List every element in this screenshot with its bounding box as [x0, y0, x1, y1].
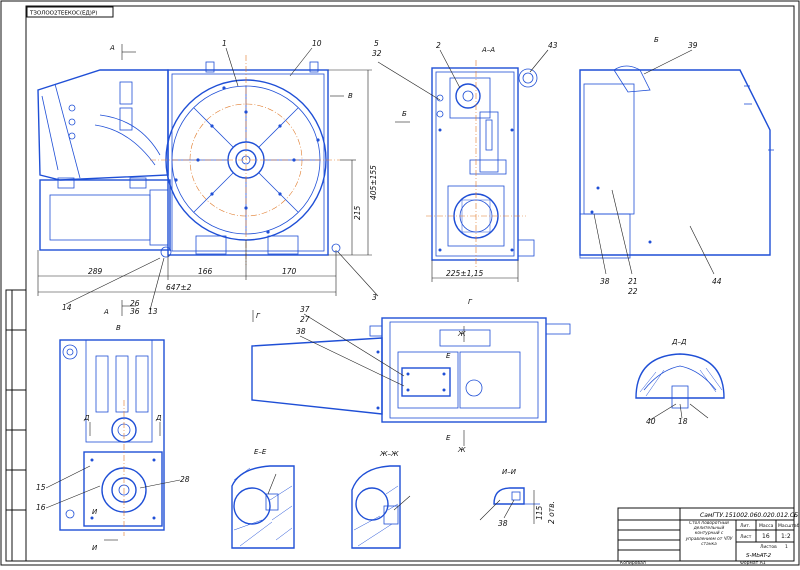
main-view-dimensions: 289 166 170 647±2 405±155 215	[37, 69, 378, 296]
group-code: S-MbAT-2	[746, 553, 772, 559]
section-ee-view: Е–Е	[231, 448, 295, 549]
callout-4: 44	[712, 277, 722, 286]
litera-label: Лит.	[740, 523, 750, 529]
inner-border	[25, 5, 795, 562]
dim-115: 115	[535, 505, 544, 520]
callout-34-g: 38	[296, 327, 306, 336]
mark-a-bottom: А	[103, 308, 109, 316]
dim-2otv: 2 отв.	[547, 501, 556, 524]
drawing-code: СамГТУ.151002.060.020.012.СБ	[700, 512, 798, 519]
mark-zh-top: Ж	[457, 330, 466, 338]
view-title-b: Б	[654, 36, 659, 44]
callout-34-i: 38	[498, 519, 508, 528]
side-stamp-box	[5, 289, 27, 562]
section-zhzh-view: Ж–Ж	[351, 450, 411, 549]
view-title-v: В	[116, 324, 121, 332]
callout-34-b: 38	[600, 277, 610, 286]
callout-38: 14	[62, 303, 72, 312]
view-b: Б 39 38 21 22 44	[579, 36, 774, 296]
mark-i-top: И	[92, 508, 98, 516]
callout-22: 36	[130, 307, 140, 316]
drawing-name: Стол поворотный делительный контурный с …	[685, 521, 733, 547]
sheets-count: 1	[785, 544, 788, 550]
callout-12: 21	[628, 277, 638, 286]
mark-i-bottom: И	[92, 544, 98, 552]
callout-5: 5	[374, 39, 379, 48]
callout-1: 1	[222, 39, 227, 48]
title-block: СамГТУ.151002.060.020.012.СБ Стол поворо…	[617, 507, 800, 566]
mark-a-top: А	[109, 44, 115, 52]
callout-2: 2	[436, 41, 441, 50]
view-title-dd: Д–Д	[671, 338, 687, 346]
dim-289: 289	[88, 267, 103, 276]
callout-25: 22	[628, 287, 638, 296]
scale-value: 1:2	[781, 533, 791, 540]
mark-d-left: Д	[83, 414, 90, 422]
mass-value: 16	[762, 533, 770, 540]
callout-13: 16	[36, 503, 46, 512]
view-g: Г Ж Ж Е Е 37 27 38	[251, 298, 571, 454]
dim-405: 405±155	[369, 165, 378, 200]
main-view-section-marks: А А В Б Г	[103, 44, 410, 322]
view-title-ii: И–И	[502, 468, 517, 476]
main-view-callouts: 1 10 14 26 36 13 3	[62, 39, 379, 316]
callout-37: 40	[646, 417, 656, 426]
mark-e-bottom: Е	[446, 434, 451, 442]
mark-g: Г	[256, 312, 261, 320]
dim-166: 166	[198, 267, 213, 276]
mark-e-top: Е	[446, 352, 451, 360]
section-dd-view: Д–Д 40 18	[635, 338, 725, 426]
main-view	[37, 55, 341, 265]
callout-39: 39	[688, 41, 698, 50]
callout-27: 18	[678, 417, 688, 426]
scale-label: Масштаб	[778, 523, 800, 529]
callout-26: 27	[300, 315, 310, 324]
dim-225: 225±1,15	[446, 269, 484, 278]
drawing-name-box: Стол поворотный делительный контурный с …	[685, 521, 733, 547]
format-label: Формат А1	[740, 560, 766, 566]
copied-label: Копировал	[620, 560, 646, 566]
mark-b: Б	[402, 110, 407, 118]
dim-170: 170	[282, 267, 297, 276]
mark-v: В	[348, 92, 353, 100]
view-title-zhzh: Ж–Ж	[379, 450, 399, 458]
callout-21: 26	[130, 299, 140, 308]
callout-3: 28	[180, 475, 190, 484]
dim-647: 647±2	[166, 283, 192, 292]
callout-14: 37	[300, 305, 310, 314]
view-title-aa: А–А	[481, 46, 495, 54]
top-stamp-text: ТЗОЛОО2ТЕЕКОС(ЕД)Р)	[29, 11, 97, 17]
dim-215: 215	[353, 205, 362, 220]
callout-43: 43	[548, 41, 558, 50]
callout-32: 32	[372, 49, 382, 58]
view-title-g: Г	[468, 298, 473, 306]
callout-31: 3	[372, 293, 377, 302]
sheet-label: Лист	[740, 534, 752, 540]
view-v: В Д Д И И 15 16 28	[36, 324, 190, 552]
section-ii-view: И–И 38 115 2 отв.	[479, 468, 556, 528]
callout-44: 13	[148, 307, 158, 316]
sheets-label: Листов	[760, 544, 777, 550]
mass-label: Масса	[759, 523, 774, 529]
top-stamp	[26, 6, 114, 18]
view-title-ee: Е–Е	[254, 448, 267, 456]
mark-d-right: Д	[155, 414, 162, 422]
callout-10: 10	[312, 39, 322, 48]
section-aa-view: А–А 225±1,15 5 32 2 43	[372, 39, 558, 282]
callout-36: 15	[36, 483, 46, 492]
mark-zh-bottom: Ж	[457, 446, 466, 454]
